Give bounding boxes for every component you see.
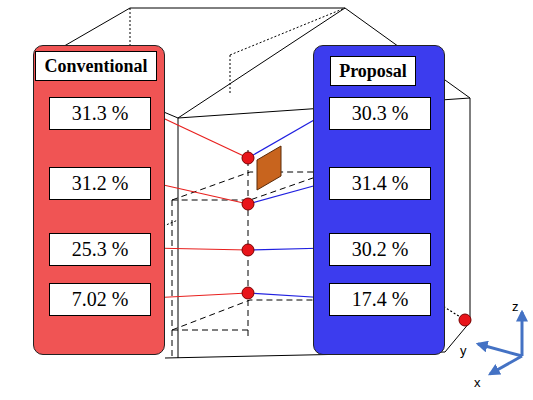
room-floor (172, 330, 250, 331)
axis-arrows (478, 312, 522, 374)
measure-point (459, 314, 471, 326)
measure-point (242, 198, 254, 210)
value-box: 17.4 % (329, 283, 431, 316)
percentage-value: 17.4 % (352, 288, 409, 311)
panel-heading: Proposal (330, 56, 416, 86)
antenna-plate (257, 146, 281, 190)
x-axis (490, 356, 522, 374)
hidden-edge (230, 55, 231, 95)
room-top (172, 172, 330, 200)
axis-label: y (460, 344, 467, 358)
value-box: 30.2 % (329, 233, 431, 266)
y-axis (478, 344, 522, 356)
percentage-value: 31.2 % (72, 172, 129, 195)
room-edge (172, 200, 173, 358)
value-box: 31.3 % (49, 97, 151, 130)
measure-point (242, 287, 254, 299)
conventional-panel: Conventional 31.3 % 31.2 % 25.3 % 7.02 % (33, 45, 165, 355)
room-floor (172, 300, 330, 330)
value-box: 7.02 % (49, 283, 151, 316)
percentage-value: 25.3 % (72, 238, 129, 261)
percentage-value: 7.02 % (72, 288, 129, 311)
measure-point (242, 152, 254, 164)
value-box: 30.3 % (329, 97, 431, 130)
axis-label: x (474, 376, 481, 390)
measure-point (242, 244, 254, 256)
percentage-value: 31.3 % (72, 102, 129, 125)
value-box: 31.2 % (49, 167, 151, 200)
proposal-panel: Proposal 30.3 % 31.4 % 30.2 % 17.4 % (313, 45, 445, 355)
axis-label: z (512, 300, 519, 314)
percentage-value: 30.3 % (352, 102, 409, 125)
percentage-value: 31.4 % (352, 172, 409, 195)
panel-heading: Conventional (35, 51, 156, 81)
percentage-value: 30.2 % (352, 238, 409, 261)
inner-room (172, 150, 330, 358)
wall-edge (178, 118, 179, 358)
value-box: 31.4 % (329, 167, 431, 200)
z-axis (521, 312, 524, 356)
value-box: 25.3 % (49, 233, 151, 266)
